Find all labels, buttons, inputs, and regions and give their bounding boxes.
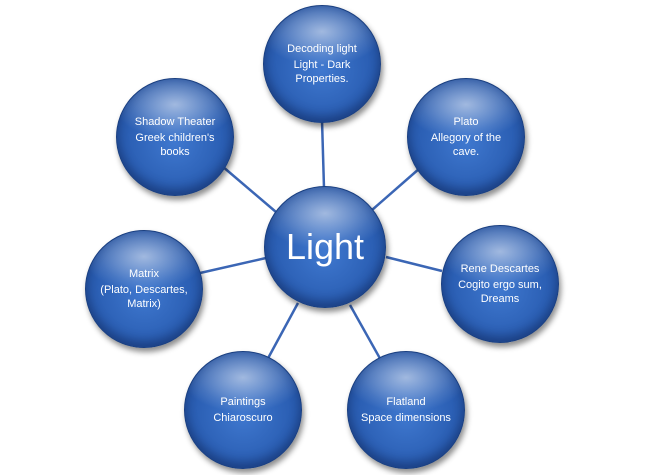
node-matrix: Matrix (Plato, Descartes, Matrix) xyxy=(85,230,203,348)
node-shadow-theater: Shadow Theater Greek children's books xyxy=(116,78,234,196)
node-subtitle: Cogito ergo sum, Dreams xyxy=(458,279,542,305)
node-title: Paintings xyxy=(220,396,266,408)
node-light-center: Light xyxy=(264,186,386,308)
node-title: Flatland xyxy=(386,396,426,408)
node-title: Shadow Theater xyxy=(134,116,216,128)
node-subtitle: Allegory of the cave. xyxy=(430,132,502,158)
connector-bottom-right xyxy=(348,304,384,363)
node-rene-descartes: Rene Descartes Cogito ergo sum, Dreams xyxy=(441,225,559,343)
node-subtitle: Light - Dark Properties. xyxy=(293,59,351,85)
node-title: Decoding light xyxy=(287,43,357,55)
node-title: Matrix xyxy=(129,268,159,280)
node-subtitle: Space dimensions xyxy=(361,412,451,424)
node-paintings: Paintings Chiaroscuro xyxy=(184,351,302,469)
node-title: Plato xyxy=(453,116,479,128)
connector-top xyxy=(320,119,326,189)
node-subtitle: (Plato, Descartes, Matrix) xyxy=(100,284,188,310)
node-plato: Plato Allegory of the cave. xyxy=(407,78,525,196)
connector-left xyxy=(199,256,267,275)
node-decoding-light: Decoding light Light - Dark Properties. xyxy=(263,5,381,123)
connector-top-left xyxy=(221,165,277,213)
connector-right xyxy=(385,255,443,273)
connector-top-right xyxy=(371,167,421,211)
node-subtitle: Greek children's books xyxy=(135,132,215,158)
connector-bottom-left xyxy=(264,302,300,363)
center-label: Light xyxy=(285,226,365,267)
node-subtitle: Chiaroscuro xyxy=(213,412,273,424)
node-flatland: Flatland Space dimensions xyxy=(347,351,465,469)
node-title: Rene Descartes xyxy=(460,263,540,275)
